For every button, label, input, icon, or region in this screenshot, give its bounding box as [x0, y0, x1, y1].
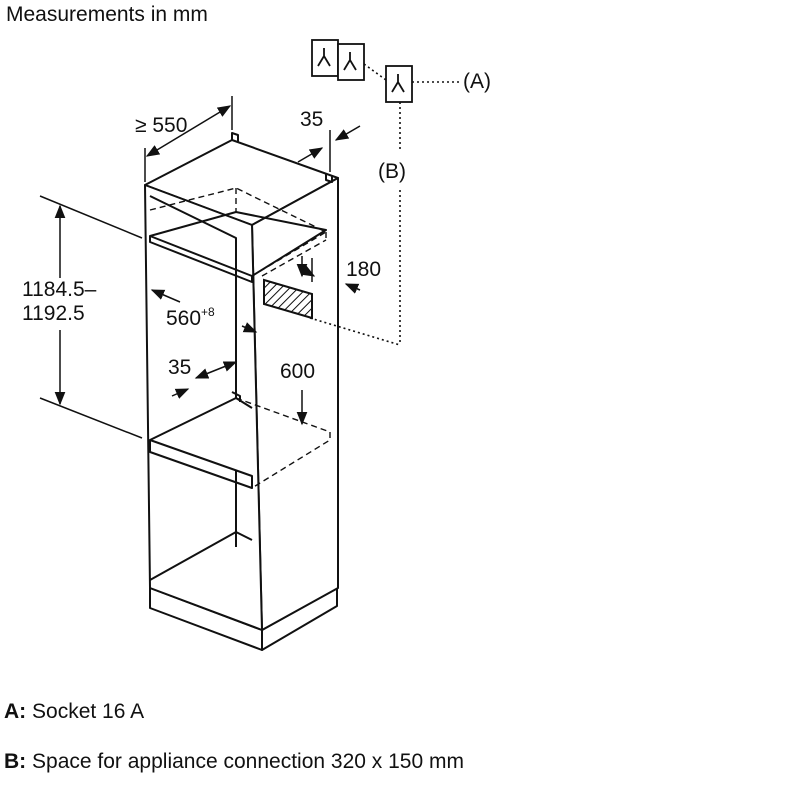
installation-diagram: ≥ 550 35 1184.5– 1192.5 560+8 35 600 180… [22, 39, 491, 651]
vertical-clearance-label: 600 [280, 360, 315, 383]
legend-key: B: [4, 750, 27, 773]
callout-b: (B) [378, 160, 406, 183]
legend-text: Socket 16 A [32, 700, 145, 723]
socket-icon [385, 65, 413, 103]
dimension-lines [39, 96, 361, 439]
upper-shelf [149, 235, 253, 283]
back-gap-label: 35 [300, 108, 323, 131]
cabinet-front [144, 184, 263, 631]
width-value: 560 [166, 307, 201, 330]
cabinet-side-panel [251, 177, 339, 631]
legend-item-b: B: Space for appliance connection 320 x … [4, 750, 484, 774]
width-label: 560+8 [166, 305, 215, 330]
width-tolerance: +8 [201, 305, 215, 319]
legend-key: A: [4, 700, 27, 723]
cabinet [144, 132, 339, 651]
height-label-line2: 1192.5 [22, 302, 85, 325]
shelf-depth-label: 35 [168, 356, 191, 379]
legend-text: Space for appliance connection 320 x 150… [32, 750, 464, 773]
dotted-leaders [309, 63, 460, 346]
side-offset-label: 180 [346, 258, 381, 281]
socket-group [311, 39, 413, 103]
diagram-title: Measurements in mm [6, 3, 208, 26]
height-label-line1: 1184.5– [22, 278, 97, 301]
depth-dimension-label: ≥ 550 [135, 114, 187, 137]
lower-shelf [149, 439, 253, 489]
legend-item-a: A: Socket 16 A [4, 700, 144, 724]
dashed-outlines [149, 187, 331, 489]
callout-a: (A) [463, 70, 491, 93]
